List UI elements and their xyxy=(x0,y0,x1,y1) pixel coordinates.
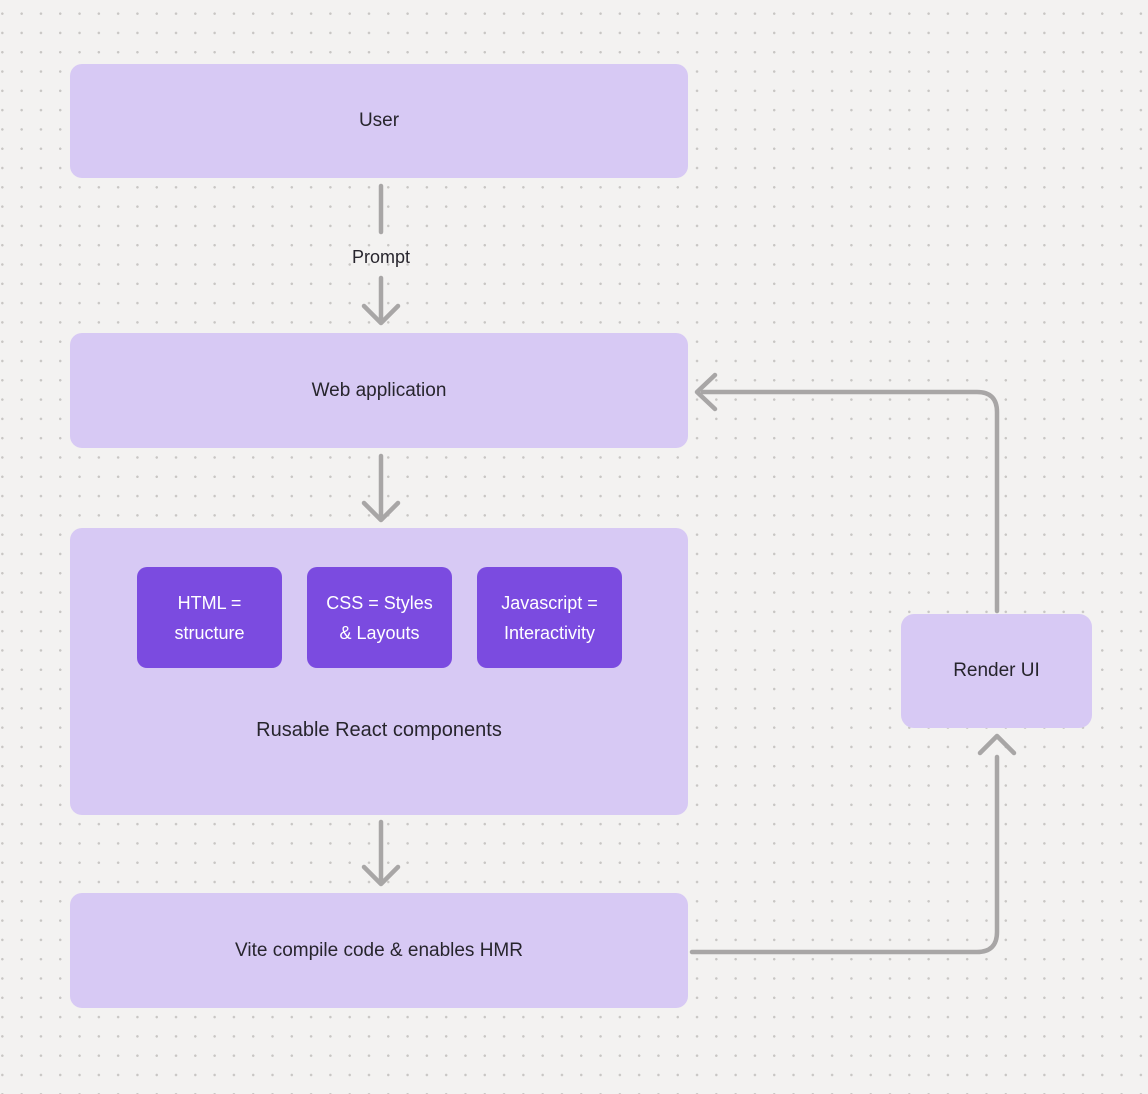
connector-vite-to-renderui[interactable] xyxy=(689,733,1017,955)
node-html[interactable]: HTML = structure xyxy=(137,567,282,668)
node-user[interactable]: User xyxy=(70,64,688,178)
edge-label-prompt: Prompt xyxy=(351,247,411,267)
node-web-application-label: Web application xyxy=(311,379,447,401)
arrowhead-down-icon xyxy=(361,500,401,523)
arrowhead-down-icon xyxy=(361,864,401,887)
node-javascript-label-line1: Javascript = xyxy=(501,592,598,613)
node-components-group-label: Rusable React components xyxy=(256,719,502,741)
arrowhead-up-icon xyxy=(977,733,1017,756)
connector-components-to-vite[interactable] xyxy=(361,819,401,887)
arrowhead-down-icon xyxy=(361,303,401,326)
node-user-label: User xyxy=(358,110,400,131)
node-css-label-line2: & Layouts xyxy=(339,622,420,643)
node-web-application[interactable]: Web application xyxy=(70,333,688,448)
connector-line xyxy=(700,389,1000,614)
node-render-ui-label: Render UI xyxy=(953,660,1040,681)
node-css[interactable]: CSS = Styles & Layouts xyxy=(307,567,452,668)
connector-line xyxy=(689,754,1000,955)
arrowhead-left-icon xyxy=(694,372,718,412)
node-vite-label: Vite compile code & enables HMR xyxy=(235,939,523,961)
node-javascript-label-line2: Interactivity xyxy=(503,622,596,643)
connector-webapp-to-components[interactable] xyxy=(361,453,401,523)
connector-user-to-webapp[interactable] xyxy=(361,183,401,326)
node-render-ui[interactable]: Render UI xyxy=(901,614,1092,728)
node-html-label-line2: structure xyxy=(174,622,245,643)
node-css-label-line1: CSS = Styles xyxy=(326,592,433,613)
connector-renderui-to-webapp[interactable] xyxy=(694,372,1000,614)
node-vite[interactable]: Vite compile code & enables HMR xyxy=(70,893,688,1008)
node-javascript[interactable]: Javascript = Interactivity xyxy=(477,567,622,668)
node-html-label-line1: HTML = xyxy=(177,592,242,613)
node-components-group[interactable]: HTML = structure CSS = Styles & Layouts … xyxy=(70,528,688,815)
